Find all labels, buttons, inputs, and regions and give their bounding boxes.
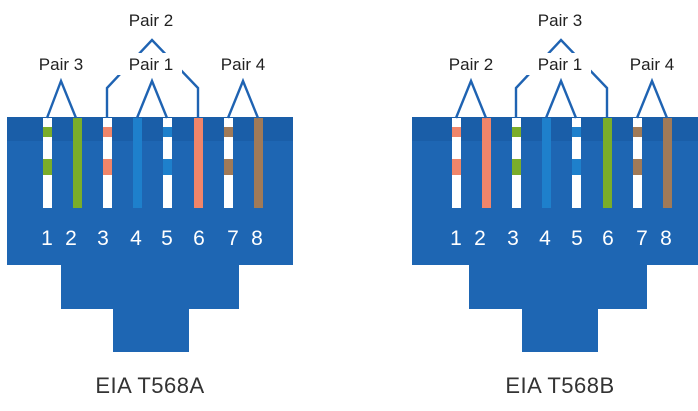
wire-4-solid-blue [542, 118, 551, 208]
wire-8-solid-brown [254, 118, 263, 208]
bracket-pair-middle [135, 77, 169, 119]
wire-stripe-band [43, 127, 52, 137]
wire-stripe-band [633, 159, 642, 175]
pair-label-left: Pair 3 [39, 55, 83, 74]
bracket-pair-left [454, 77, 488, 119]
pair-labels: Pair 2 Pair 3 Pair 1 Pair 4 [39, 11, 265, 75]
wire-group [43, 118, 263, 208]
pin-number: 5 [571, 227, 583, 250]
pin-number: 1 [450, 227, 462, 250]
pair-labels: Pair 3 Pair 2 Pair 1 Pair 4 [449, 11, 674, 75]
wire-4-solid-blue [133, 118, 142, 208]
wire-stripe-band [512, 159, 521, 175]
wire-group [452, 118, 672, 208]
pair-label-top: Pair 3 [538, 11, 582, 30]
pin-numbers: 1 2 3 4 5 6 7 8 [41, 227, 263, 250]
pin-number: 3 [97, 227, 109, 250]
pin-number: 4 [539, 227, 551, 250]
wire-stripe-band [103, 127, 112, 137]
wire-2-solid-orange [482, 118, 491, 208]
pair-label-top: Pair 2 [129, 11, 173, 30]
wire-stripe-band [163, 159, 172, 175]
wire-stripe-band [43, 159, 52, 175]
bracket-pair-top [105, 38, 200, 118]
wire-8-solid-brown [663, 118, 672, 208]
pin-number: 4 [130, 227, 142, 250]
bracket-pair-right [226, 77, 260, 119]
wire-stripe-band [103, 159, 112, 175]
wire-stripe-band [633, 127, 642, 137]
pin-number: 8 [660, 227, 672, 250]
wire-stripe-band [224, 159, 233, 175]
diagram-caption: EIA T568A [95, 373, 204, 398]
bracket-pair-left [45, 77, 78, 119]
pin-number: 2 [474, 227, 486, 250]
wire-stripe-band [572, 159, 581, 175]
pin-number: 1 [41, 227, 53, 250]
wire-stripe-band [224, 127, 233, 137]
pin-number: 6 [193, 227, 205, 250]
pin-number: 3 [507, 227, 519, 250]
connector-t568b: Pair 3 Pair 2 Pair 1 Pair 4 1 2 3 4 5 6 … [412, 11, 698, 398]
pin-number: 8 [251, 227, 263, 250]
pair-brackets [454, 38, 669, 119]
wire-stripe-band [452, 127, 461, 137]
pair-label-middle: Pair 1 [538, 55, 582, 74]
pin-number: 6 [602, 227, 614, 250]
wire-stripe-band [572, 127, 581, 137]
connector-t568a: Pair 2 Pair 3 Pair 1 Pair 4 1 2 3 4 5 6 … [7, 11, 293, 398]
pin-number: 7 [227, 227, 239, 250]
pair-label-right: Pair 4 [630, 55, 674, 74]
wire-2-solid-green [73, 118, 82, 208]
bracket-pair-middle [544, 77, 578, 119]
diagram-caption: EIA T568B [505, 373, 614, 398]
pair-label-middle: Pair 1 [129, 55, 173, 74]
bracket-pair-top [514, 38, 609, 118]
pin-number: 2 [65, 227, 77, 250]
pin-number: 5 [161, 227, 173, 250]
wire-stripe-band [452, 159, 461, 175]
wire-6-solid-orange [194, 118, 203, 208]
wire-stripe-band [512, 127, 521, 137]
wire-stripe-band [163, 127, 172, 137]
pin-numbers: 1 2 3 4 5 6 7 8 [450, 227, 672, 250]
pair-label-right: Pair 4 [221, 55, 265, 74]
pin-number: 7 [636, 227, 648, 250]
wire-6-solid-green [603, 118, 612, 208]
pair-brackets [45, 38, 260, 119]
connector-body [7, 117, 293, 352]
bracket-pair-right [635, 77, 669, 119]
pair-label-left: Pair 2 [449, 55, 493, 74]
